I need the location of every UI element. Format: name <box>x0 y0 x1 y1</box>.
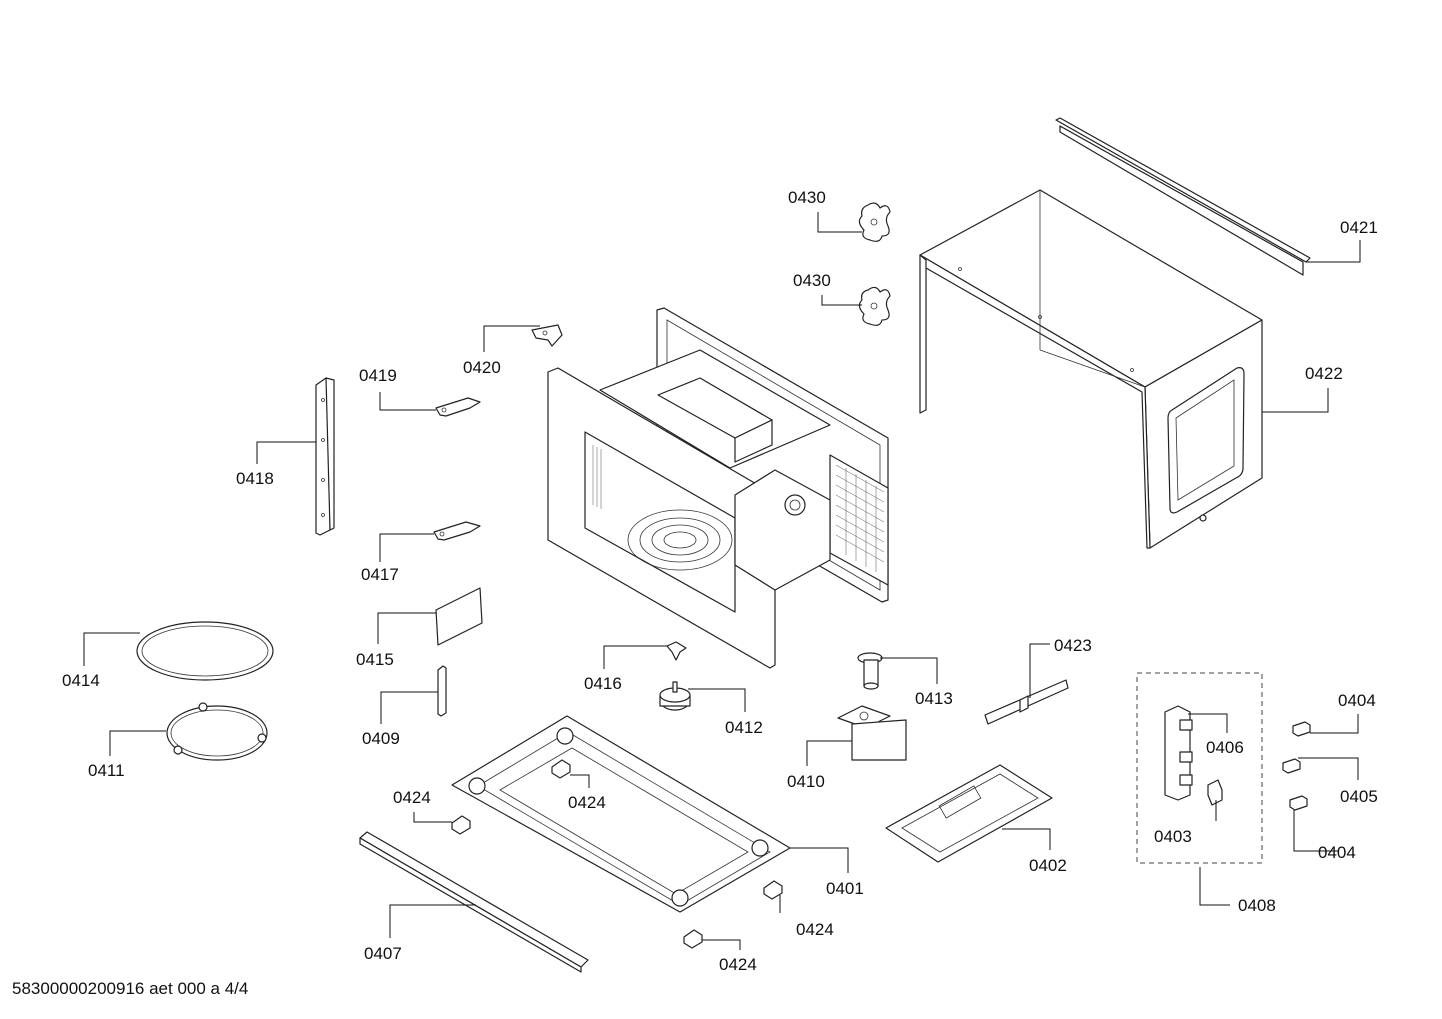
part-0430-bracket-lower <box>858 286 891 326</box>
callout-0430: 0430 <box>788 188 826 207</box>
callout-0411: 0411 <box>88 761 125 780</box>
leader-lines <box>83 212 1361 950</box>
callout-0420: 0420 <box>463 358 501 377</box>
part-0424-foot <box>451 815 471 835</box>
part-0423-bracket <box>984 679 1069 725</box>
callout-0404: 0404 <box>1318 843 1356 862</box>
callout-0408: 0408 <box>1238 896 1276 915</box>
part-0411-roller-ring <box>166 702 268 761</box>
part-0416-coupler <box>666 641 687 661</box>
part-0404-micro-switch <box>1292 721 1311 737</box>
part-cavity-assembly <box>547 307 889 669</box>
callout-0417: 0417 <box>361 565 399 584</box>
callout-0410: 0410 <box>787 772 825 791</box>
part-0401-base-plate <box>451 715 791 913</box>
callout-0419: 0419 <box>359 366 397 385</box>
part-0424-foot <box>763 880 783 900</box>
callout-0424: 0424 <box>568 793 606 812</box>
part-0415-cover-plate <box>435 587 483 646</box>
callout-0405: 0405 <box>1340 787 1378 806</box>
callout-0407: 0407 <box>364 944 402 963</box>
callout-0416: 0416 <box>584 674 622 693</box>
part-0424-foot <box>551 759 571 779</box>
part-0409-switch-bar <box>437 665 447 717</box>
part-0424-foot <box>683 929 703 949</box>
part-0420-bracket <box>531 324 563 347</box>
part-0405-micro-switch <box>1282 758 1301 774</box>
part-0419-hinge-bracket <box>435 397 481 417</box>
callout-0403: 0403 <box>1154 827 1192 846</box>
callout-0404: 0404 <box>1338 691 1376 710</box>
callout-0424: 0424 <box>393 788 431 807</box>
part-0417-hinge-bracket <box>433 521 481 541</box>
part-0421-top-rail <box>1055 117 1311 276</box>
part-0404-micro-switch <box>1289 795 1308 811</box>
callout-0430: 0430 <box>793 271 831 290</box>
document-number: 58300000200916 aet 000 a 4/4 <box>12 979 249 998</box>
part-0418-vertical-rail <box>315 377 335 536</box>
group-0408-door-switch-box <box>1136 672 1263 864</box>
callout-0423: 0423 <box>1054 636 1092 655</box>
callout-0421: 0421 <box>1340 218 1378 237</box>
callout-0414: 0414 <box>62 671 100 690</box>
callout-0412: 0412 <box>725 718 763 737</box>
part-0414-glass-tray <box>136 621 274 681</box>
part-0402-tray <box>885 764 1053 863</box>
callout-0424: 0424 <box>796 920 834 939</box>
callout-0402: 0402 <box>1029 856 1067 875</box>
callout-0413: 0413 <box>915 689 953 708</box>
part-0403-switch <box>1207 779 1223 806</box>
callout-0418: 0418 <box>236 469 274 488</box>
callout-labels: 0430 0430 0421 0422 0420 0419 0418 0417 … <box>62 188 1378 974</box>
part-0430-bracket-upper <box>858 202 891 242</box>
part-0413-lamp <box>857 652 883 690</box>
callout-0422: 0422 <box>1305 364 1343 383</box>
callout-0401: 0401 <box>826 879 864 898</box>
part-0412-turntable-motor <box>659 681 691 711</box>
part-0410-lamp-bracket <box>837 705 907 761</box>
callout-0406: 0406 <box>1206 738 1244 757</box>
part-0422-outer-cabinet <box>919 189 1263 549</box>
callout-0409: 0409 <box>362 729 400 748</box>
callout-0424: 0424 <box>719 955 757 974</box>
callout-0415: 0415 <box>356 650 394 669</box>
part-0406-switch-holder <box>1164 705 1193 801</box>
